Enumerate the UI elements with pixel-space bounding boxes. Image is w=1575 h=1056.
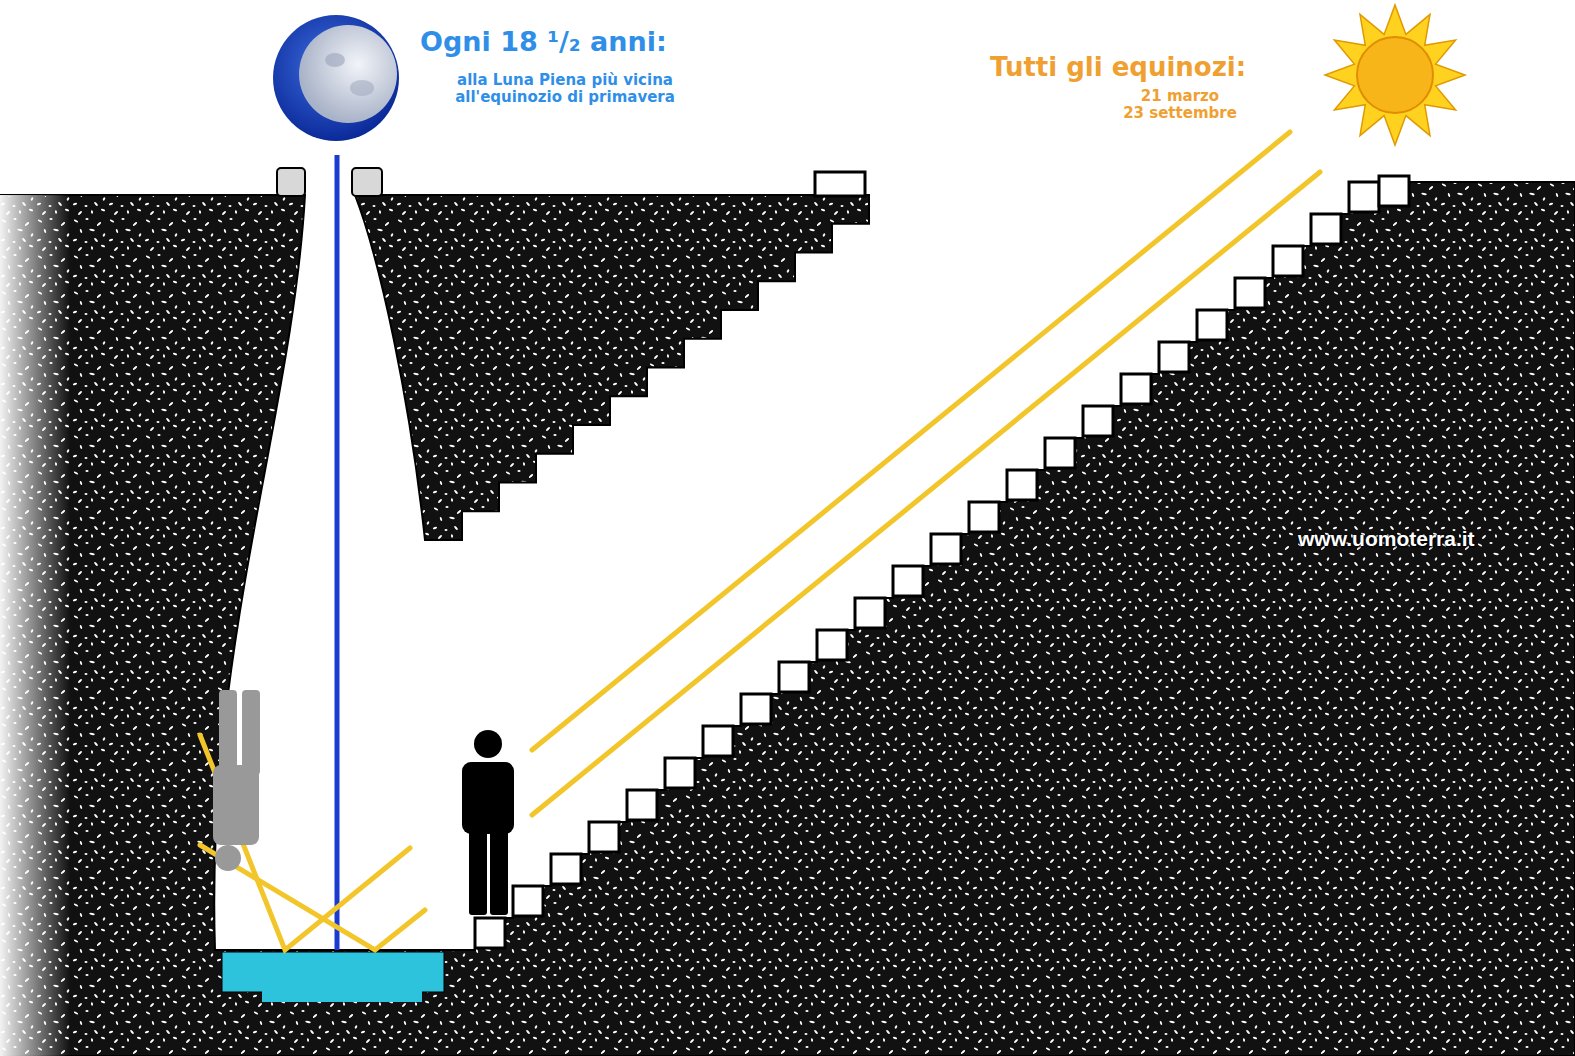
water-pool <box>222 952 444 992</box>
watermark: www.uomoterra.it <box>1298 527 1475 551</box>
ground <box>0 182 1575 1056</box>
moon-heading: Ogni 18 ¹/₂ anni: <box>420 26 667 57</box>
top-step <box>815 172 865 196</box>
full-moon <box>273 15 399 141</box>
stair-steps <box>475 176 1409 948</box>
date-label: 23 settembre <box>1110 105 1250 122</box>
reflected-person <box>213 690 260 871</box>
date-label: 21 marzo <box>1110 88 1250 105</box>
moon-note: alla Luna Piena più vicina all'equinozio… <box>405 72 725 106</box>
standing-person <box>462 730 514 915</box>
sun <box>1325 5 1465 145</box>
rim-stone <box>277 168 305 196</box>
ground-fade <box>0 195 70 1056</box>
sun-rays <box>200 132 1320 950</box>
rim-stone <box>352 168 382 196</box>
overhang <box>355 195 869 540</box>
water-pool <box>262 990 422 1002</box>
sun-heading: Tutti gli equinozi: <box>990 52 1246 82</box>
moon-ray <box>335 155 340 950</box>
